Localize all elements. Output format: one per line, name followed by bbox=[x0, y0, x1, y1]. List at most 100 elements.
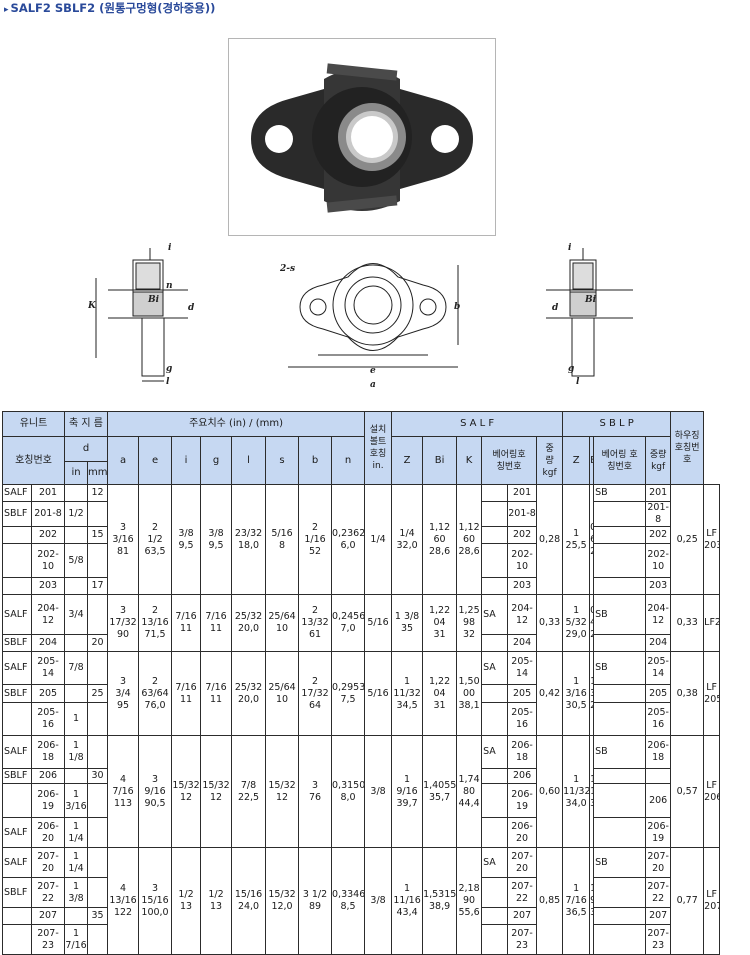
sblp-prefix-cell bbox=[593, 702, 647, 736]
header-salf: S A L F bbox=[391, 411, 564, 437]
salf-bearing-cell: 204- 12 bbox=[507, 594, 538, 635]
sblp-prefix-cell: SB bbox=[593, 651, 647, 685]
header-sblp: S B L P bbox=[562, 411, 672, 437]
unit-cell: SBLF bbox=[2, 634, 32, 652]
salf-bearing-cell: 207- 20 bbox=[507, 847, 538, 878]
housing-cell: LF 203 bbox=[703, 484, 720, 595]
dim-a-cell: 3 3/16 81 bbox=[107, 484, 140, 595]
dim-k-cell: 1,50 00 38,1 bbox=[456, 651, 483, 736]
shaft-mm-cell bbox=[87, 651, 109, 685]
code-cell: 202- 10 bbox=[30, 543, 66, 578]
dim-n-cell: 0,2953 7,5 bbox=[331, 651, 366, 736]
header-n: n bbox=[331, 436, 366, 485]
salf-bearing-cell: 206 bbox=[507, 768, 538, 784]
dim-bolt-cell: 3/8 bbox=[364, 847, 393, 955]
header-z2: Z bbox=[562, 436, 591, 485]
shaft-mm-cell bbox=[87, 847, 109, 878]
salf-bearing-cell: 205- 14 bbox=[507, 651, 538, 685]
dim-l-cell: 23/32 18,0 bbox=[231, 484, 267, 595]
dim-e-cell: 3 15/16 100,0 bbox=[138, 847, 173, 955]
salf-bearing-cell: 207- 22 bbox=[507, 877, 538, 908]
unit-cell: SALF bbox=[2, 594, 32, 635]
side-view-drawing: i K Bi n d g l bbox=[88, 243, 195, 387]
salf-prefix-cell bbox=[481, 924, 509, 955]
code-cell: 205- 16 bbox=[30, 702, 66, 736]
sblp-prefix-cell bbox=[593, 768, 647, 784]
sblp-bearing-cell: 203 bbox=[645, 577, 672, 595]
sblp-prefix-cell bbox=[593, 877, 647, 908]
label-i-2: i bbox=[568, 243, 572, 253]
salf-prefix-cell bbox=[481, 634, 509, 652]
dim-z-cell: 1 11/32 34,5 bbox=[391, 651, 424, 736]
dim-g-cell: 15/32 12 bbox=[200, 735, 233, 848]
dim-bolt-cell: 3/8 bbox=[364, 735, 393, 848]
code-cell: 206 bbox=[30, 768, 66, 784]
salf-bearing-cell: 203 bbox=[507, 577, 538, 595]
shaft-mm-cell bbox=[87, 924, 109, 955]
triangle-bullet-icon: ▸ bbox=[4, 5, 9, 15]
salf-prefix-cell bbox=[481, 768, 509, 784]
dim-bi-cell: 1,5315 38,9 bbox=[422, 847, 458, 955]
salf-bearing-cell: 206- 18 bbox=[507, 735, 538, 769]
code-cell: 207- 23 bbox=[30, 924, 66, 955]
code-cell: 203 bbox=[30, 577, 66, 595]
shaft-mm-cell bbox=[87, 543, 109, 578]
dim-i-cell: 7/16 11 bbox=[171, 651, 202, 736]
sblp-prefix-cell bbox=[593, 577, 647, 595]
header-unit: 유니트 bbox=[1, 411, 66, 437]
dim-bi-cell: 1,22 04 31 bbox=[422, 651, 458, 736]
header-bearing-salf: 베어링호 칭번호 bbox=[481, 436, 538, 485]
header-z: Z bbox=[391, 436, 424, 485]
shaft-mm-cell bbox=[87, 817, 109, 848]
shaft-in-cell bbox=[64, 907, 89, 925]
shaft-in-cell: 7/8 bbox=[64, 651, 89, 685]
salf-prefix-cell bbox=[481, 543, 509, 578]
code-cell: 202 bbox=[30, 526, 66, 544]
dim-z-cell: 1 11/16 43,4 bbox=[391, 847, 424, 955]
shaft-mm-cell: 15 bbox=[87, 526, 109, 544]
sblp-z-cell: 1 7/16 36,5 bbox=[562, 847, 591, 955]
dim-k-cell: 2,18 90 55,6 bbox=[456, 847, 483, 955]
dim-s-cell: 25/64 10 bbox=[265, 651, 300, 736]
sblp-prefix-cell bbox=[593, 543, 647, 578]
sblp-z-cell: 1 11/32 34,0 bbox=[562, 735, 591, 848]
dim-s-cell: 25/64 10 bbox=[265, 594, 300, 652]
dim-bolt-cell: 5/16 bbox=[364, 651, 393, 736]
unit-cell: SALF bbox=[2, 484, 32, 502]
dim-z-cell: 1/4 32,0 bbox=[391, 484, 424, 595]
salf-prefix-cell: SA bbox=[481, 594, 509, 635]
dim-g-cell: 1/2 13 bbox=[200, 847, 233, 955]
header-a: a bbox=[107, 436, 140, 485]
salf-bearing-cell: 207 bbox=[507, 907, 538, 925]
unit-cell bbox=[2, 924, 32, 955]
shaft-mm-cell: 35 bbox=[87, 907, 109, 925]
label-d: d bbox=[188, 303, 195, 313]
shaft-in-cell: 1 1/4 bbox=[64, 847, 89, 878]
shaft-mm-cell bbox=[87, 783, 109, 818]
sblp-weight-cell: 0,57 bbox=[670, 735, 705, 848]
dim-s-cell: 5/16 8 bbox=[265, 484, 300, 595]
shaft-mm-cell bbox=[87, 702, 109, 736]
dim-k-cell: 1,74 80 44,4 bbox=[456, 735, 483, 848]
code-cell: 206- 20 bbox=[30, 817, 66, 848]
dim-n-cell: 0,2362 6,0 bbox=[331, 484, 366, 595]
label-l-2: l bbox=[576, 377, 580, 387]
sblp-prefix-cell bbox=[593, 924, 647, 955]
sblp-bearing-cell: 205- 14 bbox=[645, 651, 672, 685]
label-e: e bbox=[370, 366, 376, 376]
dim-g-cell: 7/16 11 bbox=[200, 651, 233, 736]
code-cell: 204 bbox=[30, 634, 66, 652]
dim-bi-cell: 1,12 60 28,6 bbox=[422, 484, 458, 595]
sblp-prefix-cell: SB bbox=[593, 847, 647, 878]
shaft-in-cell: 3/4 bbox=[64, 594, 89, 635]
dim-b-cell: 2 1/16 52 bbox=[298, 484, 333, 595]
salf-weight-cell: 0,42 bbox=[536, 651, 564, 736]
salf-prefix-cell: SA bbox=[481, 651, 509, 685]
code-cell: 205- 14 bbox=[30, 651, 66, 685]
shaft-mm-cell: 12 bbox=[87, 484, 109, 502]
